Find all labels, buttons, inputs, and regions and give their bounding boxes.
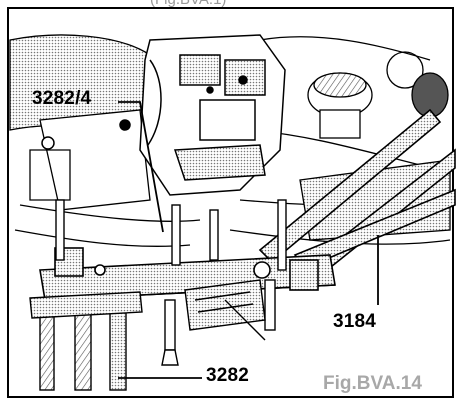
top-caption: (Fig.BVA.1) (150, 0, 226, 8)
callout-3282-4: 3282/4 (32, 88, 92, 109)
lower-brackets (29, 279, 266, 341)
callout-3282: 3282 (206, 365, 250, 386)
callout-3184: 3184 (333, 311, 377, 332)
leader-3282-4 (118, 101, 164, 233)
figure-reference: Fig.BVA.14 (323, 373, 422, 394)
gearbox-housing (41, 34, 286, 196)
tool-rods (39, 199, 287, 391)
leader-lines (118, 101, 379, 379)
